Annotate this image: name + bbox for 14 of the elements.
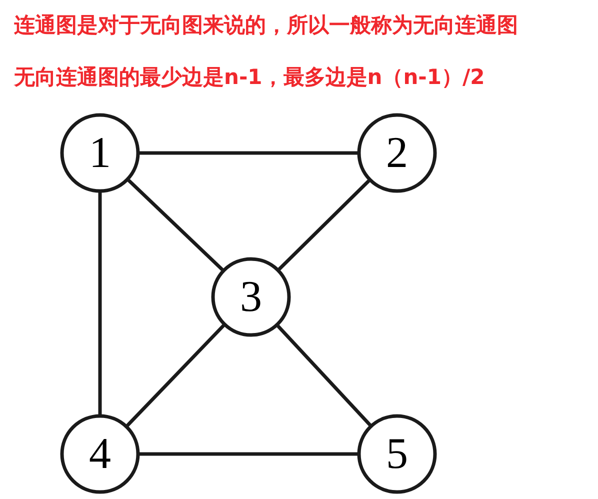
vertex-circle: 1 xyxy=(60,113,140,193)
edge-line xyxy=(98,192,102,414)
edge-line xyxy=(126,324,225,427)
vertex-circle: 4 xyxy=(60,414,140,494)
edge-line xyxy=(278,180,370,270)
vertex-circle: 2 xyxy=(357,113,437,193)
edge-line xyxy=(140,151,358,155)
edge-line xyxy=(140,452,358,456)
vertex-circle: 5 xyxy=(357,414,437,494)
edge-line xyxy=(127,179,224,271)
edge-line xyxy=(276,324,372,426)
note-text: 无向连通图的最少边是n-1，最多边是n（n-1）/2 xyxy=(14,64,485,90)
note-text: 连通图是对于无向图来说的，所以一般称为无向连通图 xyxy=(14,12,518,38)
vertex-circle: 3 xyxy=(211,257,291,337)
